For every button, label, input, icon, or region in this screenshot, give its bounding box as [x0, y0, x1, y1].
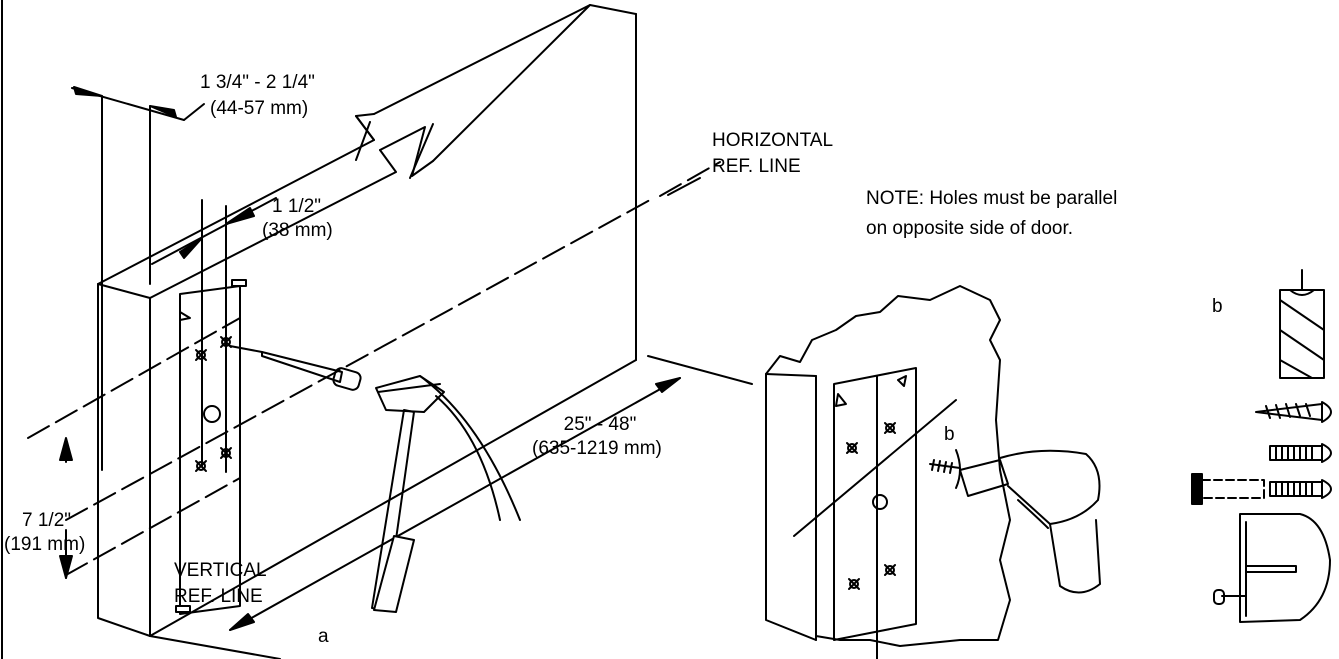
hammer [371, 375, 521, 613]
horizontal-ref-line-label-1: HORIZONTAL [712, 130, 834, 151]
door-thickness-metric: (44-57 mm) [210, 98, 309, 119]
vertical-ref-line-label-1: VERTICAL [174, 560, 267, 581]
step-b-label: b [944, 424, 955, 445]
template-on-cutaway [793, 367, 957, 659]
hole-spacing-dimension [59, 437, 73, 579]
reference-lines [27, 161, 721, 576]
machine-screw-icon [1269, 443, 1332, 463]
height-metric: (635-1219 mm) [532, 438, 662, 459]
note-line-1: NOTE: Holes must be parallel [866, 188, 1118, 209]
height-inches: 25" - 48" [563, 414, 637, 435]
backset-dimension [151, 197, 277, 473]
backset-inches: 1 1/2" [272, 196, 322, 217]
step-b-drill-label: b [1212, 296, 1223, 317]
drilling-template [175, 279, 247, 615]
backset-metric: (38 mm) [262, 220, 333, 241]
hole-spacing-inches: 7 1/2" [22, 510, 72, 531]
door-thickness-inches: 1 3/4" - 2 1/4" [200, 72, 315, 93]
hole-spacing-metric: (191 mm) [4, 534, 86, 555]
door-slab [97, 4, 637, 659]
step-a-label: a [318, 626, 329, 647]
note-line-2: on opposite side of door. [866, 218, 1074, 239]
door-cutaway [765, 285, 1011, 647]
wood-screw-icon [1255, 401, 1332, 423]
center-punch [229, 345, 362, 391]
sex-bolt-icon [1191, 473, 1332, 505]
vertical-ref-line-label-2: REF. LINE [174, 586, 263, 607]
trim-housing-icon [1213, 513, 1331, 623]
power-drill [929, 449, 1101, 594]
horizontal-ref-line-label-2: REF. LINE [712, 156, 801, 177]
height-dimension [229, 355, 753, 631]
thickness-dimension [71, 86, 205, 471]
horizontal-ref-leader [667, 177, 701, 196]
drill-bit-icon [1279, 269, 1325, 379]
